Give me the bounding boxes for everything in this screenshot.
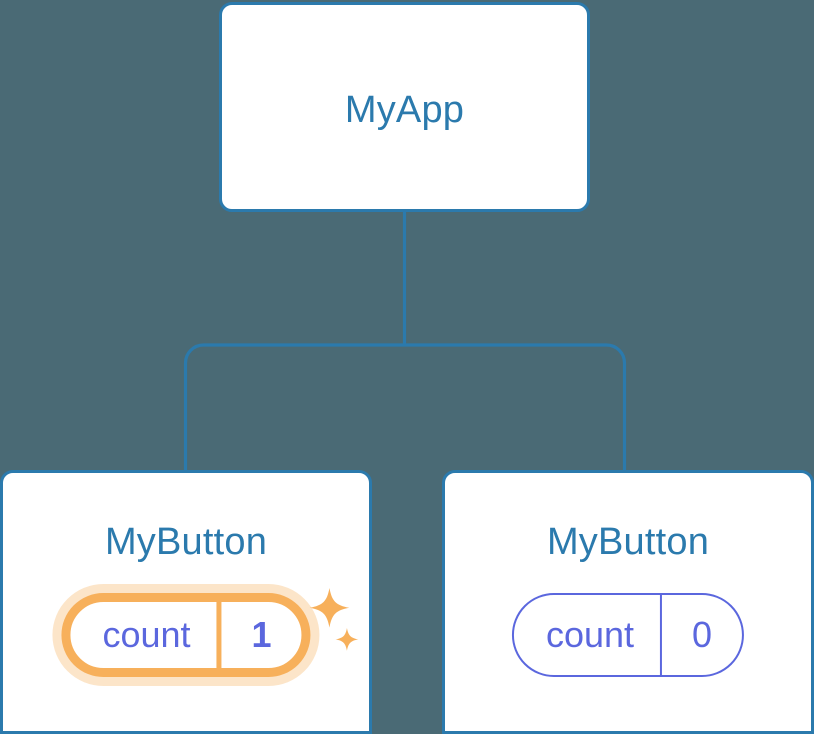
state-pill-left[interactable]: count 1: [61, 588, 359, 677]
state-key-right: count: [545, 614, 635, 655]
node-title-mybutton-left: MyButton: [104, 521, 268, 563]
node-myapp[interactable]: MyApp: [219, 2, 590, 212]
state-pill-wrapper-left: count 1: [61, 588, 359, 677]
state-key-left: count: [102, 614, 191, 655]
node-title-myapp: MyApp: [344, 89, 465, 131]
state-pill-right[interactable]: count 0: [511, 593, 745, 677]
sparkle-group: [306, 584, 362, 658]
state-pill-wrapper-right: count 0: [511, 593, 745, 677]
state-value-right: 0: [660, 595, 742, 675]
node-mybutton-left[interactable]: MyButton count 1: [0, 470, 372, 734]
node-mybutton-right[interactable]: MyButton count 0: [442, 470, 814, 734]
sparkle-large-icon: [309, 588, 350, 628]
sparkle-small-icon: [335, 628, 359, 651]
edge-root-to-children: [183, 212, 627, 470]
state-value-left: 1: [216, 602, 302, 668]
node-title-mybutton-right: MyButton: [546, 521, 710, 563]
